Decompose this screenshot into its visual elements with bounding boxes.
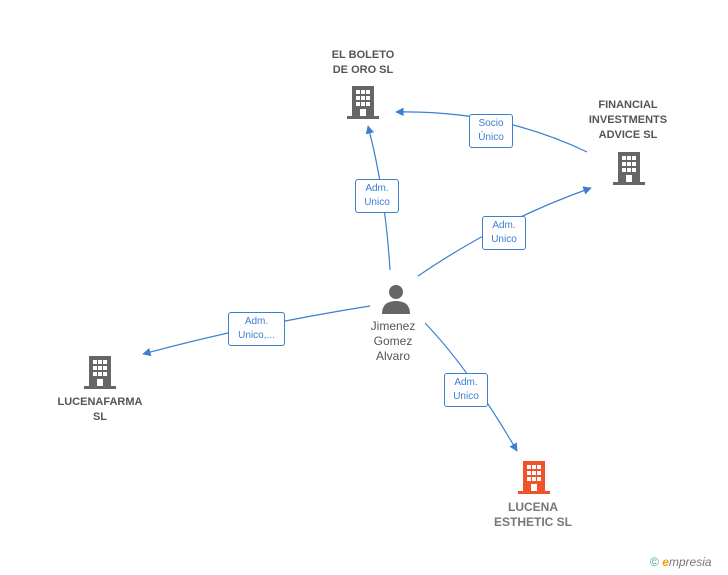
edge-label-adm-lucenafarma: Adm. Unico,...	[228, 312, 285, 346]
building-icon[interactable]	[84, 354, 116, 390]
node-label-person[interactable]: Jimenez Gomez Alvaro	[370, 319, 416, 363]
brand-logo-text: mpresia	[668, 555, 712, 569]
node-label-financial[interactable]: FINANCIAL INVESTMENTS ADVICE SL	[588, 99, 668, 141]
edge-label-adm-boleto: Adm. Unico	[355, 179, 399, 213]
brand-footer: © empresia	[650, 555, 712, 569]
building-icon[interactable]	[518, 459, 550, 495]
edge-label-socio-unico: Socio Único	[469, 114, 513, 148]
person-icon[interactable]	[380, 283, 412, 315]
node-label-el-boleto[interactable]: EL BOLETO DE ORO SL	[331, 49, 395, 76]
edge-label-adm-financial: Adm. Unico	[482, 216, 526, 250]
building-icon[interactable]	[347, 84, 379, 120]
node-label-lucenafarma[interactable]: LUCENAFARMA SL	[57, 396, 143, 423]
copyright-icon: ©	[650, 555, 659, 569]
building-icon[interactable]	[613, 150, 645, 186]
edge-label-adm-esthetic: Adm. Unico	[444, 373, 488, 407]
brand-logo-e: e	[662, 555, 669, 569]
node-label-lucena-esthetic[interactable]: LUCENA ESTHETIC SL	[493, 500, 572, 529]
